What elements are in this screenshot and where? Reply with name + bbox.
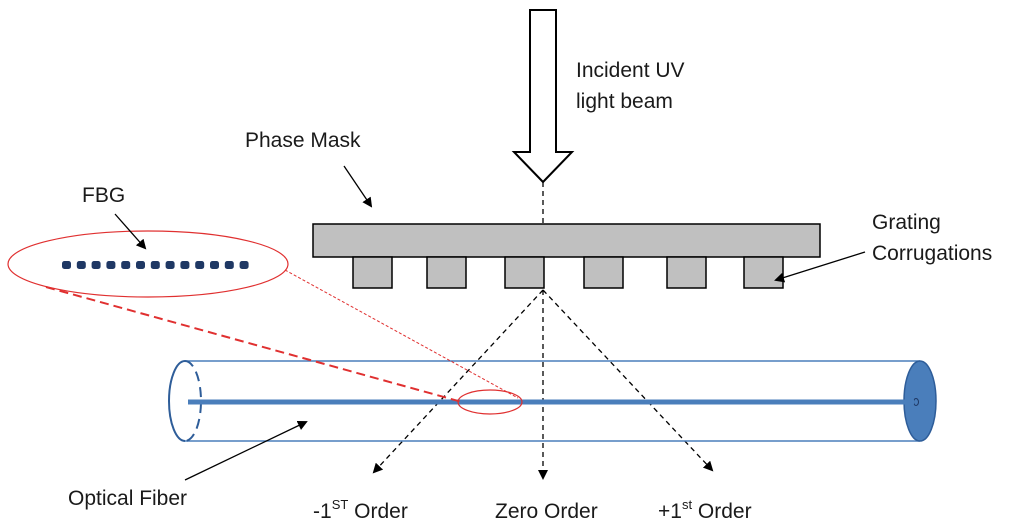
phase-mask <box>312 223 821 289</box>
fbg-dot <box>136 261 145 269</box>
plus-first-order-ray <box>542 289 714 472</box>
grating-label: Grating <box>872 211 941 234</box>
fbg-dot <box>121 261 131 269</box>
corrugations-label: Corrugations <box>872 242 992 265</box>
fbg-label: FBG <box>82 184 125 207</box>
plus-first-order-label: +1st Order <box>658 497 752 523</box>
grating-pointer <box>774 251 866 283</box>
uv-beam-arrow <box>511 9 575 184</box>
fbg-dot <box>224 261 234 269</box>
fbg-pointer <box>114 213 147 250</box>
optical-fiber-pointer <box>184 420 308 481</box>
minus-first-order-label: -1ST Order <box>313 497 408 523</box>
light-beam-label: light beam <box>576 90 673 113</box>
optical-fiber <box>168 360 937 442</box>
fbg-dot <box>239 261 249 269</box>
phase-mask-pointer <box>343 165 373 208</box>
fbg-dot <box>150 261 160 269</box>
minus-first-order-ray <box>372 289 544 474</box>
zero-order-label: Zero Order <box>495 500 598 523</box>
fbg-dot <box>180 261 190 269</box>
fbg-dot <box>76 261 86 269</box>
fbg-dot <box>106 261 116 269</box>
optical-fiber-label: Optical Fiber <box>68 487 187 510</box>
fbg-grating-dots <box>62 261 249 269</box>
fbg-location-ellipse <box>457 389 523 415</box>
fbg-zoom-ellipse <box>7 230 289 298</box>
fbg-zoom-callout <box>7 230 523 415</box>
fbg-dot <box>62 261 71 269</box>
incident-uv-label: Incident UV <box>576 59 685 82</box>
fbg-dot <box>210 261 219 269</box>
fbg-dot <box>91 261 101 269</box>
fbg-dot <box>195 261 205 269</box>
phase-mask-label: Phase Mask <box>245 129 361 152</box>
fbg-dot <box>165 261 175 269</box>
